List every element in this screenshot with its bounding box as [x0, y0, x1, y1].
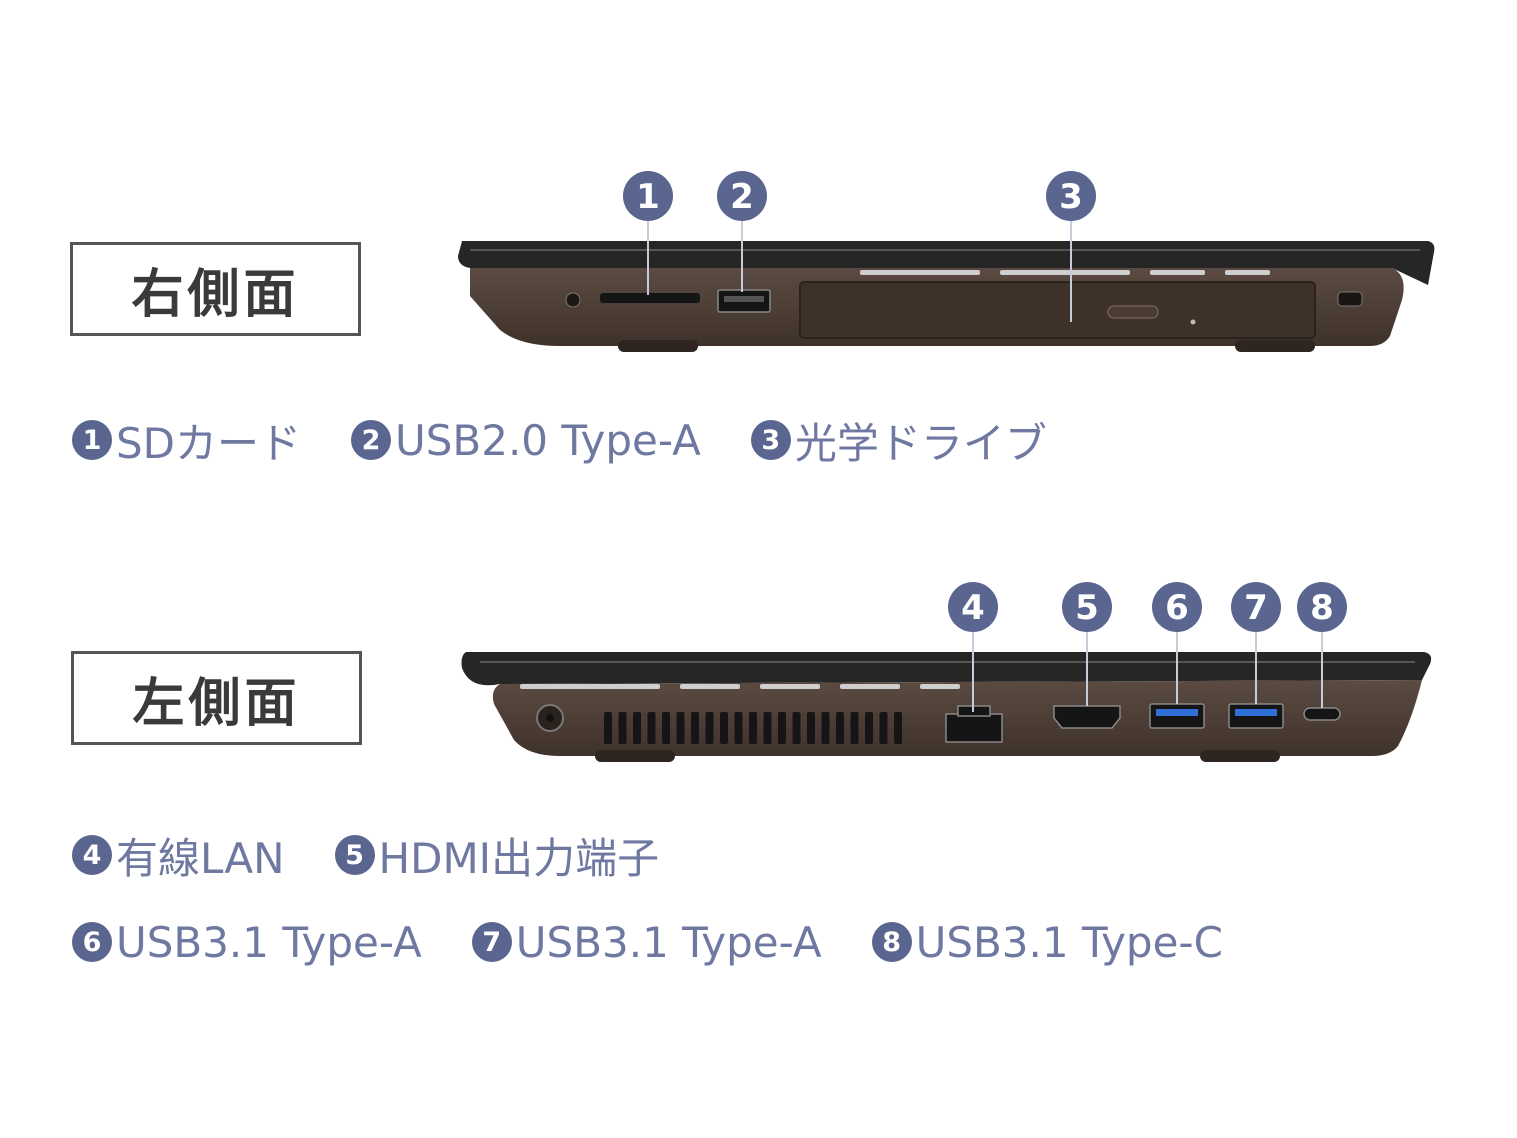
left-side-laptop-illustration: 4 5 6 7 8 — [461, 582, 1432, 762]
vent-slat — [763, 712, 772, 744]
right-foot-right — [1235, 340, 1315, 352]
legend-item-lan: 4 有線LAN — [72, 825, 285, 886]
callout-8: 8 — [1297, 582, 1347, 632]
vent-slat — [865, 712, 873, 744]
left-foot-right — [1200, 750, 1280, 762]
legend-badge: 6 — [72, 922, 112, 962]
legend-badge: 4 — [72, 835, 112, 875]
callout-5-label: 5 — [1075, 588, 1099, 628]
callout-6-label: 6 — [1165, 588, 1189, 628]
right-side-legend: 1 SDカード 2 USB2.0 Type-A 3 光学ドライブ — [72, 410, 1097, 470]
legend-item-hdmi: 5 HDMI出力端子 — [334, 825, 660, 886]
vent-slat — [676, 712, 685, 744]
legend-text: 光学ドライブ — [794, 418, 1047, 468]
legend-text: USB3.1 Type-A — [116, 917, 422, 967]
vent-slat — [647, 712, 656, 744]
optical-drive-eject — [1107, 305, 1159, 319]
legend-badge: 1 — [72, 420, 112, 460]
legend-badge: 8 — [871, 922, 912, 962]
right-side-label: 右側面 — [70, 242, 361, 336]
vent-slat — [618, 712, 627, 744]
hdmi-port — [1053, 705, 1121, 729]
left-foot-left — [595, 750, 675, 762]
right-callout-lines — [647, 220, 1072, 322]
vent-slat — [778, 712, 786, 744]
legend-text: SDカード — [116, 418, 302, 468]
legend-badge: 5 — [334, 835, 375, 875]
right-side-laptop-illustration: 1 2 3 — [458, 171, 1435, 352]
left-side-legend-row2: 6 USB3.1 Type-A 7 USB3.1 Type-A 8 USB3.1… — [72, 912, 1273, 972]
usb-c-port — [1303, 707, 1341, 721]
vent-slat — [734, 712, 743, 744]
right-lid — [458, 241, 1435, 285]
sd-card-slot — [600, 293, 700, 303]
left-callout-lines — [972, 630, 1323, 712]
legend-item-optical-drive: 3 光学ドライブ — [750, 410, 1047, 471]
callout-4: 4 — [948, 582, 998, 632]
legend-item-usb2: 2 USB2.0 Type-A — [351, 416, 701, 465]
vent-slat — [807, 712, 815, 744]
vent-slat — [633, 712, 641, 744]
vent-slat — [879, 712, 888, 744]
vent-slat — [662, 712, 670, 744]
legend-badge: 7 — [471, 922, 512, 962]
callout-7-label: 7 — [1244, 588, 1268, 628]
callout-3-label: 3 — [1059, 177, 1083, 217]
vent-slat — [720, 712, 728, 744]
vent-slat — [821, 712, 830, 744]
callout-4-label: 4 — [961, 588, 985, 628]
audio-jack — [565, 292, 581, 308]
legend-item-sd-card: 1 SDカード — [72, 410, 301, 471]
vent-slat — [850, 712, 859, 744]
callout-1: 1 — [623, 171, 673, 221]
legend-text: USB3.1 Type-A — [515, 917, 822, 967]
left-side-legend-row1: 4 有線LAN 5 HDMI出力端子 — [72, 825, 709, 885]
callout-7: 7 — [1231, 582, 1281, 632]
legend-badge: 3 — [750, 420, 791, 460]
left-lid — [461, 652, 1432, 686]
side-vent-grille — [604, 712, 902, 744]
right-foot-left — [618, 340, 698, 352]
callout-2: 2 — [717, 171, 767, 221]
lan-port — [945, 713, 1003, 743]
optical-drive-led — [1190, 319, 1196, 325]
right-side-label-text: 右側面 — [131, 263, 300, 325]
legend-item-usb-c: 8 USB3.1 Type-C — [871, 917, 1223, 967]
vent-slat — [836, 712, 844, 744]
vent-slat — [792, 712, 801, 744]
callout-5: 5 — [1062, 582, 1112, 632]
left-side-label-text: 左側面 — [132, 672, 301, 734]
vent-slat — [894, 712, 902, 744]
legend-item-usb3-a2: 7 USB3.1 Type-A — [471, 917, 822, 967]
left-top-vents — [520, 684, 960, 689]
callout-1-label: 1 — [636, 177, 660, 217]
right-top-vents — [860, 270, 1270, 275]
vent-slat — [691, 712, 699, 744]
vent-slat — [749, 712, 757, 744]
legend-badge: 2 — [351, 420, 392, 460]
legend-text: USB2.0 Type-A — [395, 415, 701, 465]
callout-6: 6 — [1152, 582, 1202, 632]
optical-drive-tray — [799, 281, 1316, 339]
legend-text: USB3.1 Type-C — [915, 917, 1223, 967]
legend-text: HDMI出力端子 — [378, 833, 660, 883]
vent-slat — [604, 712, 612, 744]
left-side-label: 左側面 — [71, 651, 362, 745]
vent-slat — [705, 712, 714, 744]
callout-3: 3 — [1046, 171, 1096, 221]
callout-8-label: 8 — [1310, 588, 1334, 628]
legend-text: 有線LAN — [116, 833, 285, 883]
legend-item-usb3-a1: 6 USB3.1 Type-A — [72, 918, 422, 967]
callout-2-label: 2 — [730, 177, 754, 217]
security-lock-slot — [1337, 291, 1363, 307]
